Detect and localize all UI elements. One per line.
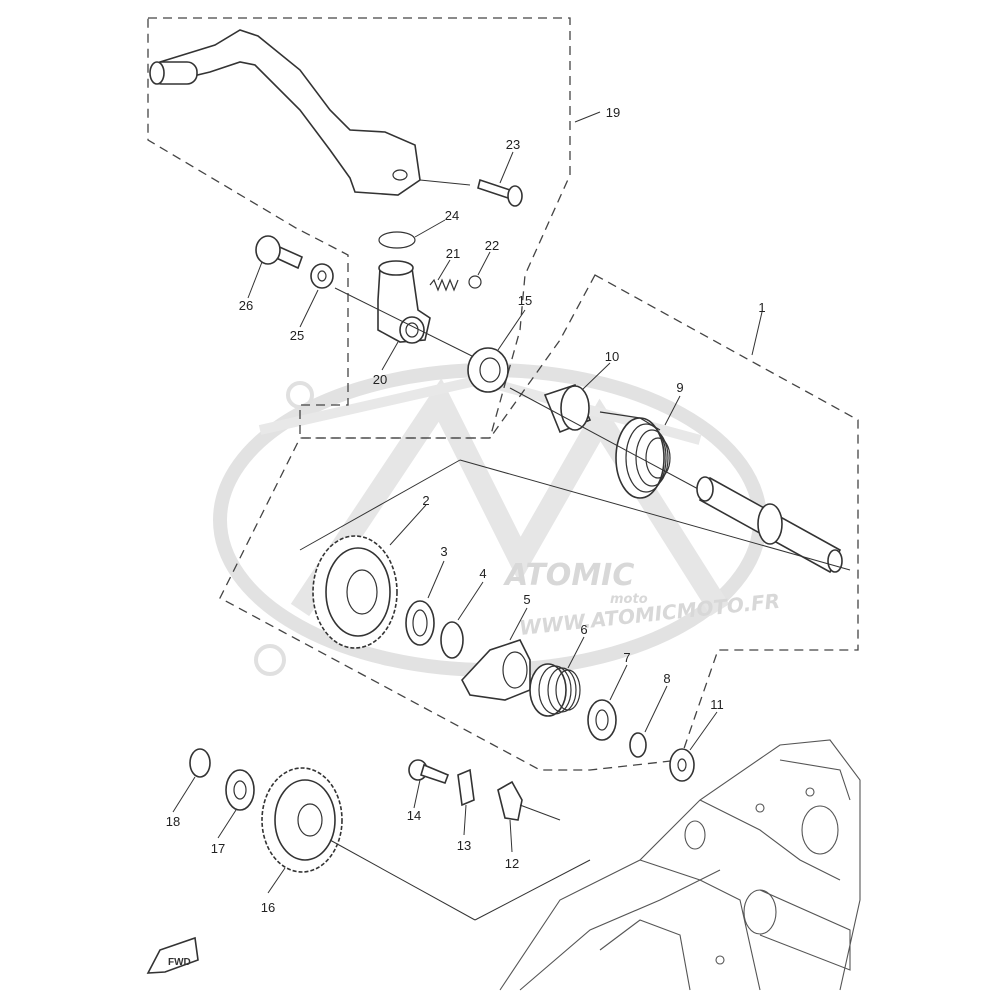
- bolt-26: [255, 235, 304, 270]
- callout-12: 12: [505, 856, 519, 871]
- bolt-23: [477, 178, 523, 207]
- washer-3: [405, 600, 435, 646]
- kick-axle: [696, 476, 843, 574]
- group-19-boundary: [147, 17, 571, 439]
- callout-13: 13: [457, 838, 471, 853]
- ball-22: [468, 275, 482, 289]
- callout-11: 11: [710, 697, 724, 712]
- callout-1: 1: [758, 300, 765, 315]
- callout-25: 25: [290, 328, 304, 343]
- engine-case: [499, 739, 861, 991]
- watermark-brand: ATOMIC: [503, 558, 634, 593]
- callout-22: 22: [485, 238, 499, 253]
- callout-14: 14: [407, 808, 421, 823]
- callout-20: 20: [373, 372, 387, 387]
- callout-7: 7: [623, 650, 630, 665]
- ratchet-5: [461, 639, 531, 701]
- watermark-brand-sub: moto: [610, 592, 648, 607]
- fwd-arrow-icon: FWD: [146, 936, 199, 974]
- callout-19: 19: [606, 105, 620, 120]
- idle-gear-16: [261, 767, 343, 873]
- circlip-8: [629, 732, 647, 758]
- callout-9: 9: [676, 380, 683, 395]
- spring-6: [529, 663, 581, 717]
- callout-18: 18: [166, 814, 180, 829]
- oil-seal-15: [467, 347, 509, 393]
- collar-10: [543, 384, 592, 434]
- washer-7: [587, 699, 617, 741]
- circlip-18: [189, 748, 211, 778]
- kick-gear-2: [312, 535, 398, 649]
- o-ring-24: [378, 231, 416, 249]
- group-1-boundary: [219, 274, 859, 771]
- watermark-url: WWW.ATOMICMOTO.FR: [518, 589, 781, 640]
- kick-lever: [149, 29, 421, 196]
- callout-6: 6: [580, 622, 587, 637]
- fwd-label: FWD: [168, 957, 191, 968]
- callout-labels: 1 2 3 4 5 6 7 8 9 10 11 12 13 14 15 16 1…: [166, 105, 766, 915]
- washer-17: [225, 769, 255, 811]
- boss-20: [377, 260, 431, 344]
- bolt-14: [408, 759, 450, 785]
- callout-23: 23: [506, 137, 520, 152]
- washer-11: [669, 748, 695, 782]
- stopper-12: [497, 780, 523, 821]
- callout-21: 21: [446, 246, 460, 261]
- circlip-4: [440, 621, 464, 659]
- callout-24: 24: [445, 208, 459, 223]
- spring-21: [429, 278, 459, 292]
- callout-2: 2: [422, 493, 429, 508]
- callout-26: 26: [239, 298, 253, 313]
- callout-4: 4: [479, 566, 486, 581]
- callout-17: 17: [211, 841, 225, 856]
- callout-10: 10: [605, 349, 619, 364]
- washer-25: [310, 263, 334, 289]
- callout-3: 3: [440, 544, 447, 559]
- callout-5: 5: [523, 592, 530, 607]
- callout-8: 8: [663, 671, 670, 686]
- stopper-guide-13: [457, 768, 475, 807]
- watermark: ATOMIC moto WWW.ATOMICMOTO.FR: [213, 363, 781, 677]
- callout-16: 16: [261, 900, 275, 915]
- leader-lines: [172, 111, 763, 894]
- callout-15: 15: [518, 293, 532, 308]
